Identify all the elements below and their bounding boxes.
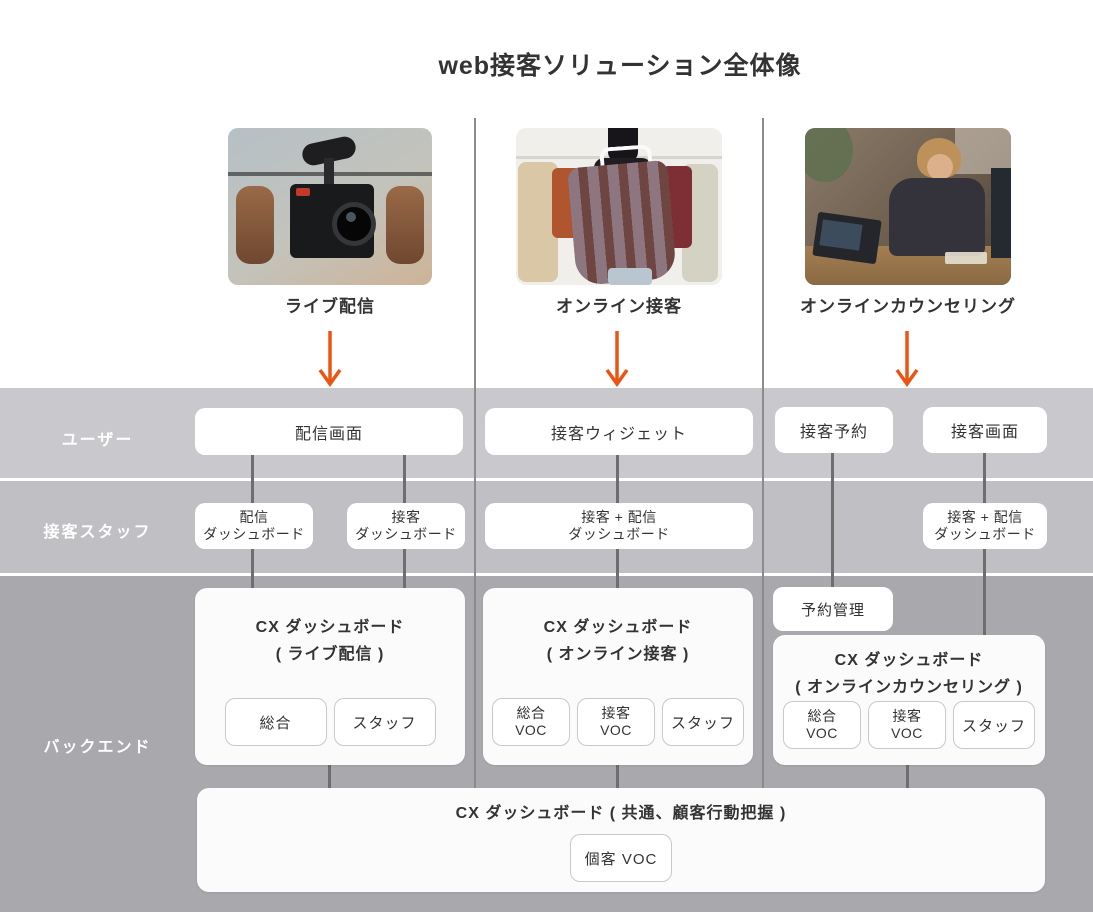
- card-cx-counseling: CX ダッシュボード ( オンラインカウンセリング ) 総合 VOC 接客 VO…: [773, 635, 1045, 765]
- box-stream-screen: 配信画面: [195, 408, 463, 455]
- card-title: ( オンライン接客 ): [546, 646, 690, 663]
- chip-line: VOC: [515, 722, 547, 738]
- box-service-reservation: 接客予約: [775, 407, 893, 453]
- papers: [945, 252, 987, 264]
- connector: [831, 453, 834, 589]
- connector: [403, 549, 406, 590]
- camera-record-light: [296, 188, 310, 196]
- chip-line: VOC: [891, 725, 923, 741]
- shopper-hair: [608, 128, 638, 162]
- box-line: ダッシュボード: [934, 526, 1036, 542]
- photo-online-counseling: [805, 128, 1011, 285]
- chip-total-voc: 総合 VOC: [783, 701, 861, 749]
- connector: [983, 453, 986, 505]
- down-arrow-online: [605, 331, 629, 388]
- down-arrow-live: [318, 331, 342, 388]
- connector: [616, 455, 619, 505]
- connector: [616, 764, 619, 790]
- down-arrow-counseling: [895, 331, 919, 388]
- box-combo-dashboard-right: 接客 + 配信 ダッシュボード: [923, 503, 1047, 549]
- photo-online-shopping: [516, 128, 722, 285]
- chip-staff: スタッフ: [662, 698, 744, 746]
- connector: [251, 455, 254, 505]
- connector: [403, 455, 406, 505]
- chip-line: 接客: [892, 708, 922, 724]
- laptop-screen: [819, 219, 863, 251]
- caption-online-counseling: オンラインカウンセリング: [800, 297, 1016, 316]
- box-line: 接客 + 配信: [581, 509, 657, 525]
- card-title: CX ダッシュボード ( 共通、顧客行動把握 ): [455, 805, 787, 822]
- card-cx-live: CX ダッシュボード ( ライブ配信 ) 総合 スタッフ: [195, 588, 465, 765]
- chip-line: VOC: [600, 722, 632, 738]
- connector: [906, 764, 909, 790]
- camera-mic-mount: [324, 158, 334, 188]
- card-title: ( オンラインカウンセリング ): [795, 679, 1023, 696]
- row-label-staff: 接客スタッフ: [43, 524, 152, 541]
- camera-lens-glint: [346, 212, 356, 222]
- box-combo-dashboard-mid: 接客 + 配信 ダッシュボード: [485, 503, 753, 549]
- chip-staff: スタッフ: [953, 701, 1035, 749]
- photo-live-streaming: [228, 128, 432, 285]
- box-line: 接客 + 配信: [947, 509, 1023, 525]
- row-label-backend: バックエンド: [43, 739, 152, 756]
- second-person: [991, 168, 1011, 258]
- plant: [805, 128, 853, 182]
- chip-line: 総合: [516, 705, 546, 721]
- chip-line: VOC: [806, 725, 838, 741]
- card-title: CX ダッシュボード: [834, 652, 984, 669]
- page-title: web接客ソリューション全体像: [438, 52, 802, 80]
- camera-grip-right: [386, 186, 424, 264]
- chip-line: 総合: [807, 708, 837, 724]
- box-service-screen: 接客画面: [923, 407, 1047, 453]
- connector: [251, 549, 254, 590]
- box-reservation-mgmt: 予約管理: [773, 587, 893, 631]
- box-service-dashboard: 接客 ダッシュボード: [347, 503, 465, 549]
- caption-live-streaming: ライブ配信: [285, 297, 375, 316]
- card-title: CX ダッシュボード: [543, 619, 693, 636]
- chip-staff: スタッフ: [333, 698, 436, 746]
- box-stream-dashboard: 配信 ダッシュボード: [195, 503, 313, 549]
- card-title: ( ライブ配信 ): [275, 646, 385, 663]
- box-line: 接客: [391, 509, 421, 525]
- box-service-widget: 接客ウィジェット: [485, 408, 753, 455]
- box-line: ダッシュボード: [568, 526, 670, 542]
- row-label-user: ユーザー: [61, 432, 134, 449]
- striped-bag: [567, 159, 677, 285]
- counselor-face: [927, 154, 953, 180]
- column-separator-2: [762, 118, 764, 789]
- chip-service-voc: 接客 VOC: [868, 701, 946, 749]
- box-line: ダッシュボード: [355, 526, 457, 542]
- chip-line: 接客: [601, 705, 631, 721]
- connector: [328, 764, 331, 790]
- chip-total-voc: 総合 VOC: [492, 698, 570, 746]
- counselor-jacket: [889, 178, 985, 256]
- card-title: CX ダッシュボード: [255, 619, 405, 636]
- shopper-jeans: [608, 268, 652, 285]
- chip-total: 総合: [224, 698, 327, 746]
- caption-online-service: オンライン接客: [556, 297, 682, 316]
- box-line: 配信: [239, 509, 269, 525]
- connector: [616, 549, 619, 590]
- column-separator-1: [474, 118, 476, 789]
- box-line: ダッシュボード: [203, 526, 305, 542]
- card-cx-online: CX ダッシュボード ( オンライン接客 ) 総合 VOC 接客 VOC スタッ…: [483, 588, 753, 765]
- card-cx-common: CX ダッシュボード ( 共通、顧客行動把握 ) 個客 VOC: [197, 788, 1045, 892]
- clothes-beige: [518, 162, 558, 282]
- connector: [983, 549, 986, 637]
- chip-service-voc: 接客 VOC: [577, 698, 655, 746]
- chip-individual-voc: 個客 VOC: [570, 834, 672, 882]
- camera-lens: [332, 202, 376, 246]
- window-light: [955, 128, 1011, 174]
- camera-grip-left: [236, 186, 274, 264]
